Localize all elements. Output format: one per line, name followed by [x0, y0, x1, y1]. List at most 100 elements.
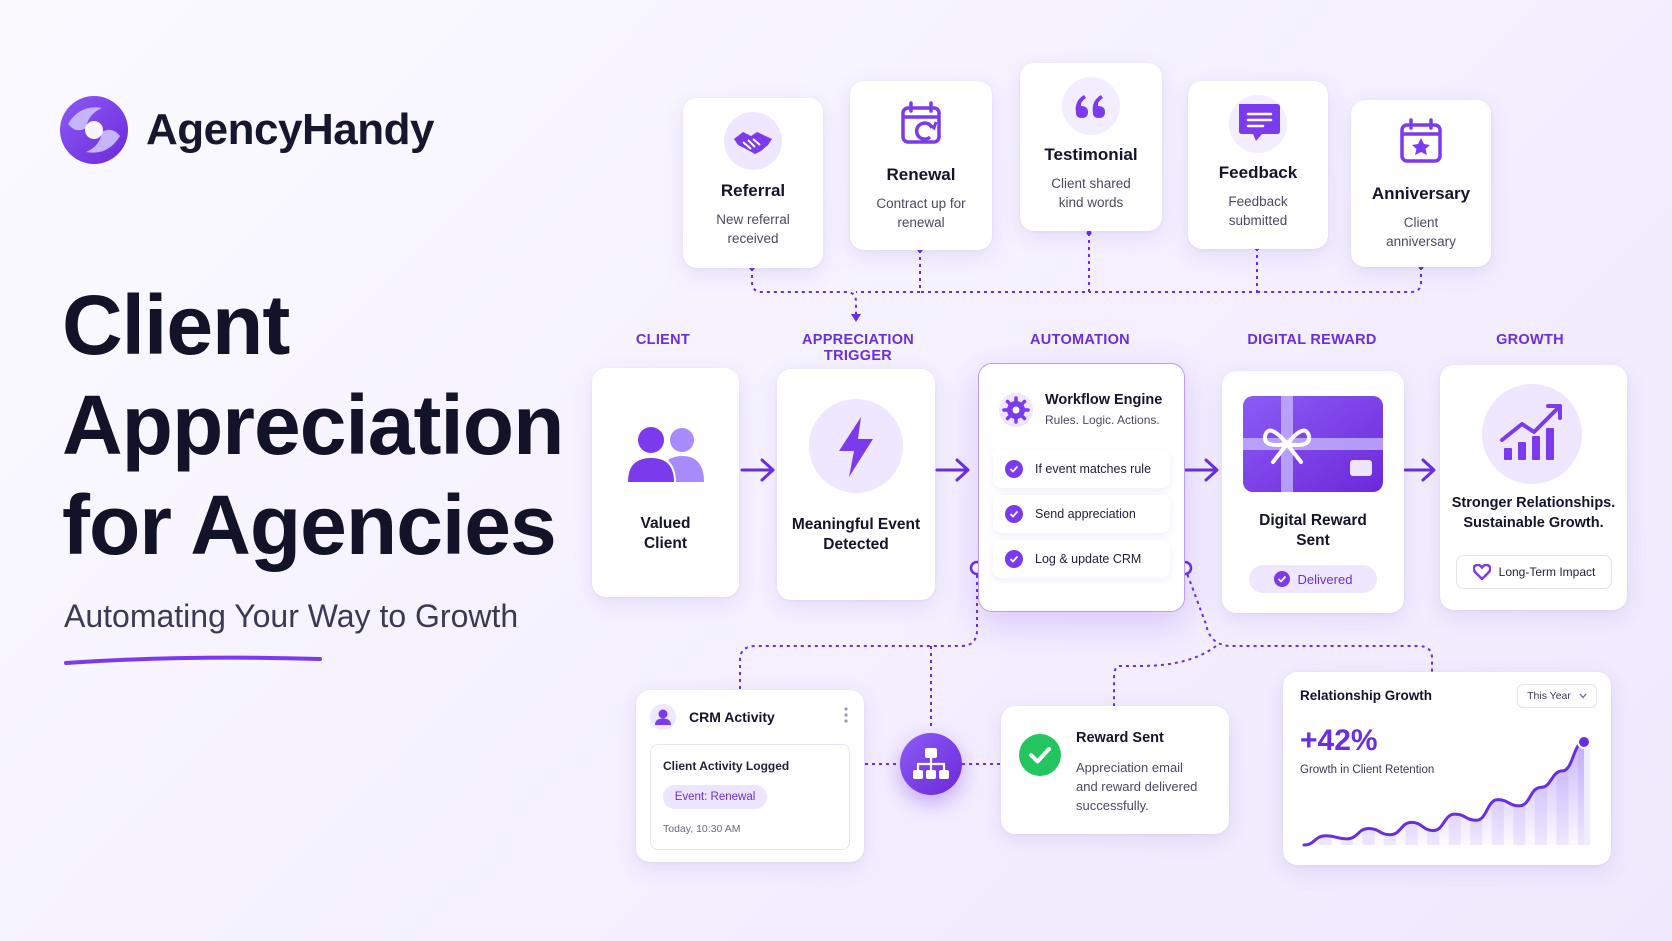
calendar-refresh-icon: [892, 95, 950, 153]
trigger-title: Testimonial: [1044, 145, 1138, 164]
trigger-desc-line: submitted: [1228, 213, 1288, 228]
trigger-card-feedback[interactable]: Feedback Feedback submitted: [1188, 81, 1328, 249]
reward-sent-title: Reward Sent: [1076, 730, 1164, 746]
trigger-desc-line: Feedback: [1228, 194, 1288, 209]
reward-sent-desc-line: Appreciation email: [1076, 760, 1183, 775]
stage-card-reward[interactable]: Digital Reward Sent Delivered: [1222, 371, 1404, 613]
more-options-icon[interactable]: [844, 706, 848, 724]
stage-card-title: Meaningful Event Detected: [777, 515, 935, 555]
workflow-step[interactable]: If event matches rule: [993, 450, 1170, 488]
trigger-desc-line: renewal: [897, 215, 945, 230]
agencyhandy-logo-icon: [60, 96, 128, 164]
stage-card-title-line: Meaningful Event: [791, 516, 921, 533]
heart-icon: [1472, 564, 1491, 580]
trigger-desc: Client anniversary: [1365, 213, 1477, 251]
calendar-star-icon: [1392, 113, 1450, 171]
lightning-icon: [809, 399, 903, 493]
stage-label-growth: GROWTH: [1496, 332, 1564, 348]
chart-area: [1304, 742, 1584, 845]
workflow-step-label: Send appreciation: [1035, 507, 1136, 521]
stage-card-growth[interactable]: Stronger Relationships. Sustainable Grow…: [1440, 365, 1627, 610]
reward-sent-desc-line: successfully.: [1076, 798, 1149, 813]
hero-title-line-3: for Agencies: [62, 478, 557, 572]
trigger-desc-line: kind words: [1058, 195, 1124, 210]
trigger-card-referral[interactable]: Referral New referral received: [683, 98, 823, 268]
trigger-title: Anniversary: [1371, 184, 1471, 203]
stage-card-client[interactable]: Valued Client: [592, 368, 739, 597]
users-icon: [628, 427, 704, 482]
stage-card-trigger[interactable]: Meaningful Event Detected: [777, 369, 935, 600]
workflow-engine-subtitle: Rules. Logic. Actions.: [1045, 413, 1160, 427]
brand-name: AgencyHandy: [146, 105, 434, 154]
crm-log-time: Today, 10:30 AM: [663, 823, 741, 835]
user-icon: [650, 704, 676, 730]
success-check-icon: [1019, 734, 1061, 776]
trigger-card-renewal[interactable]: Renewal Contract up for renewal: [850, 81, 992, 250]
hero-title-line-2: Appreciation: [62, 378, 564, 472]
stage-card-title-line: Digital Reward: [1259, 512, 1367, 529]
crm-activity-card[interactable]: CRM Activity Client Activity Logged Even…: [636, 690, 864, 862]
reward-sent-desc: Appreciation email and reward delivered …: [1076, 758, 1197, 815]
stage-label-client: CLIENT: [635, 332, 691, 348]
trigger-title: Renewal: [886, 165, 956, 184]
stage-card-title: Stronger Relationships. Sustainable Grow…: [1440, 493, 1627, 533]
chat-icon: [1229, 95, 1287, 153]
stage-card-title-line: Sent: [1296, 532, 1330, 549]
event-tag: Event: Renewal: [663, 785, 767, 809]
brand-logo: AgencyHandy: [58, 94, 434, 166]
trigger-title: Referral: [720, 181, 786, 200]
trigger-title: Feedback: [1218, 163, 1298, 182]
stage-card-automation[interactable]: Workflow Engine Rules. Logic. Actions. I…: [978, 363, 1185, 612]
check-icon: [1005, 505, 1023, 523]
trigger-card-testimonial[interactable]: Testimonial Client shared kind words: [1020, 63, 1162, 231]
reward-sent-desc-line: and reward delivered: [1076, 779, 1198, 794]
quote-icon: [1062, 77, 1120, 135]
crm-log-title: Client Activity Logged: [663, 759, 790, 773]
hero-title: Client Appreciation for Agencies: [62, 275, 564, 575]
growth-chart-plot: [1302, 735, 1591, 847]
check-icon: [1005, 460, 1023, 478]
workflow-engine-title: Workflow Engine: [1045, 392, 1163, 408]
check-icon: [1273, 571, 1290, 587]
period-dropdown[interactable]: This Year: [1517, 684, 1597, 708]
hero-subtitle: Automating Your Way to Growth: [64, 598, 519, 634]
stage-card-title: Valued Client: [592, 514, 739, 554]
trigger-desc-line: anniversary: [1386, 234, 1456, 249]
workflow-step[interactable]: Log & update CRM: [993, 540, 1170, 578]
stage-card-title-line: Sustainable Growth.: [1463, 515, 1604, 531]
trigger-card-anniversary[interactable]: Anniversary Client anniversary: [1351, 100, 1491, 267]
period-dropdown-value: This Year: [1527, 690, 1571, 702]
stage-label-automation: AUTOMATION: [1030, 332, 1130, 348]
stage-card-title-line: Stronger Relationships.: [1451, 495, 1616, 511]
trigger-desc: New referral received: [697, 210, 809, 248]
reward-sent-card[interactable]: Reward Sent Appreciation email and rewar…: [1001, 706, 1229, 834]
stage-card-title-line: Valued: [640, 515, 691, 532]
growth-caption: Growth in Client Retention: [1300, 764, 1435, 776]
trigger-desc-line: Client: [1403, 215, 1439, 230]
stage-card-title-line: Client: [643, 535, 688, 552]
relationship-growth-card[interactable]: Relationship Growth This Year +42% Growt…: [1283, 672, 1611, 865]
trigger-desc-line: Client shared: [1051, 176, 1131, 191]
long-term-impact-label: Long-Term Impact: [1498, 565, 1596, 579]
crm-activity-title: CRM Activity: [689, 709, 775, 725]
workflow-step[interactable]: Send appreciation: [993, 495, 1170, 533]
hierarchy-hub-icon: [900, 733, 962, 795]
chart-title: Relationship Growth: [1300, 688, 1433, 703]
delivered-badge: Delivered: [1249, 565, 1377, 593]
trigger-desc: Contract up for renewal: [864, 194, 978, 232]
trigger-desc: Client shared kind words: [1034, 174, 1148, 212]
crm-log-entry[interactable]: Client Activity Logged Event: Renewal To…: [650, 744, 850, 850]
chart-end-point: [1577, 735, 1591, 749]
chart-line: [1302, 740, 1586, 847]
chevron-down-icon: [1579, 693, 1587, 699]
delivered-label: Delivered: [1297, 571, 1353, 587]
workflow-step-label: If event matches rule: [1035, 462, 1152, 476]
trigger-desc: Feedback submitted: [1202, 192, 1314, 230]
growth-value: +42%: [1300, 724, 1378, 757]
stage-label-trigger: APPRECIATION TRIGGER: [801, 332, 915, 364]
workflow-step-label: Log & update CRM: [1035, 552, 1142, 566]
trend-up-icon: [1482, 384, 1582, 484]
trigger-desc-line: Contract up for: [876, 196, 966, 211]
stage-card-title: Digital Reward Sent: [1222, 511, 1404, 551]
